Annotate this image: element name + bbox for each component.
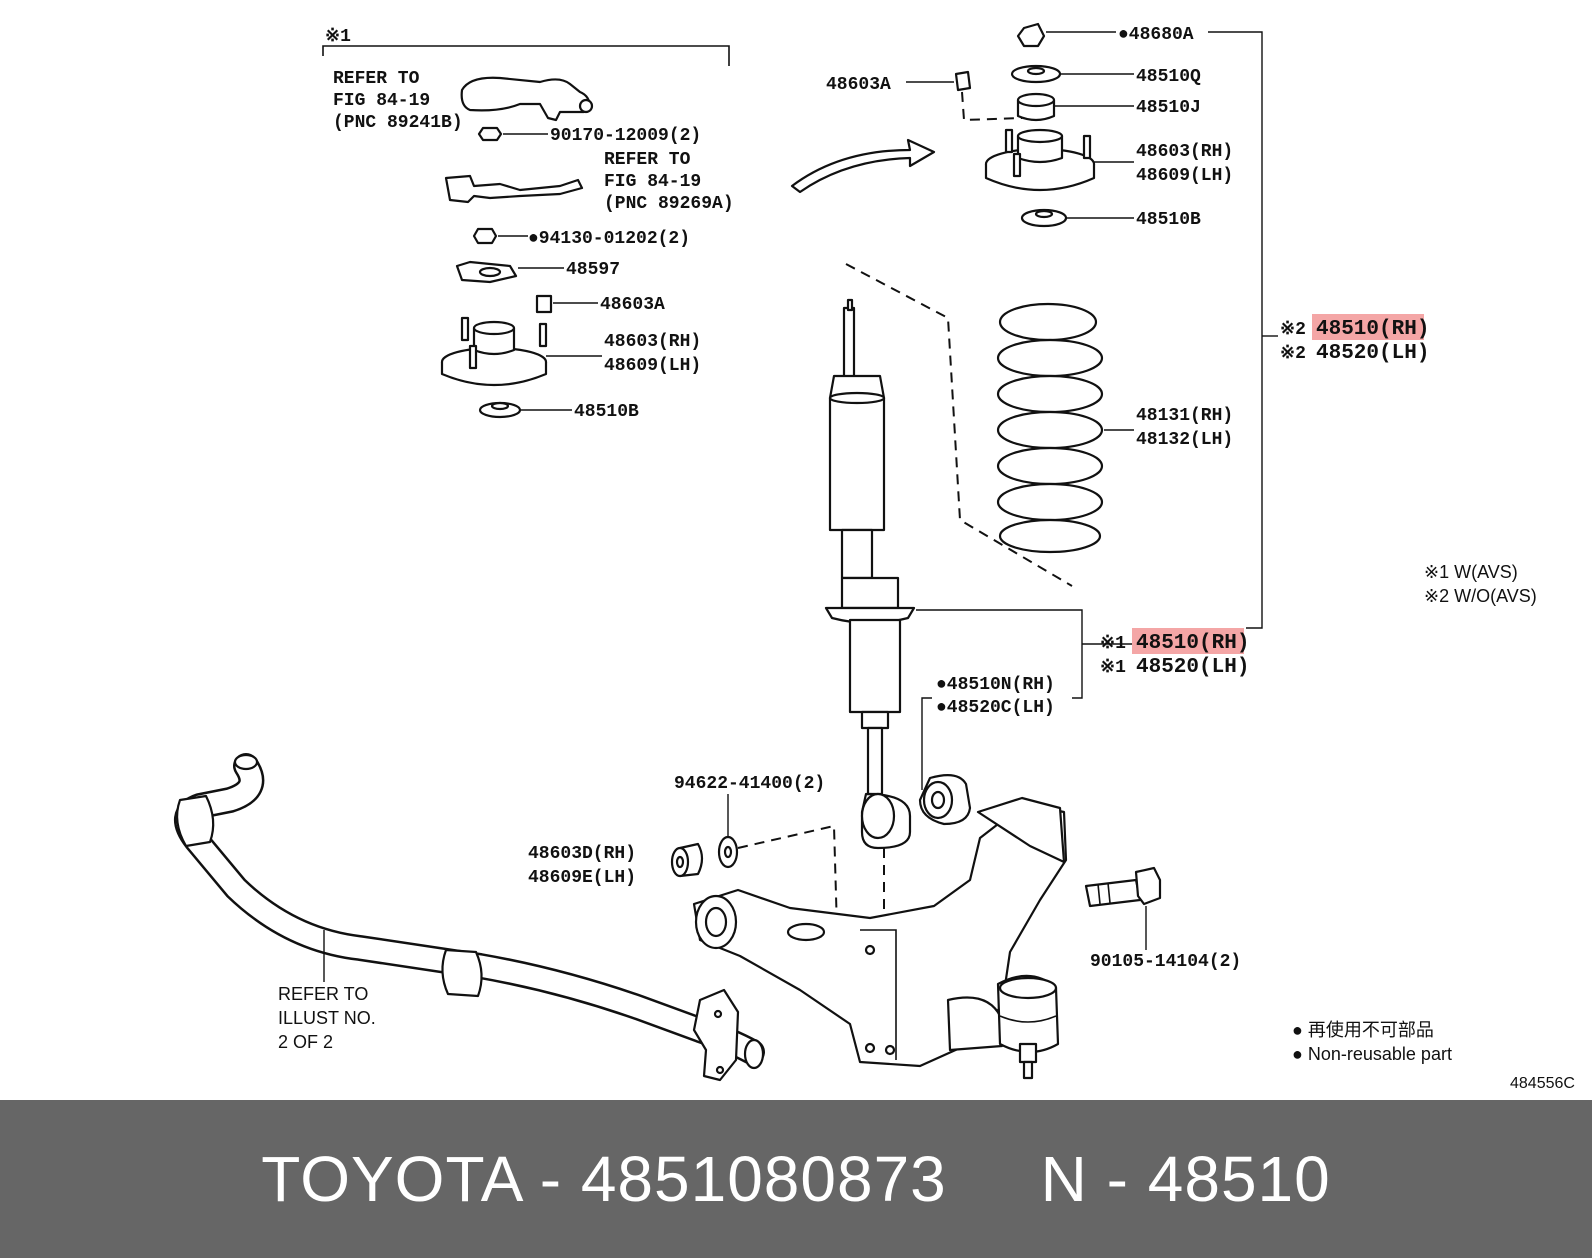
upper-support-right xyxy=(984,128,1134,192)
coil-spring xyxy=(996,302,1134,554)
bushing-48510j xyxy=(1016,92,1134,122)
avs-group-bracket: ※1 xyxy=(322,27,730,66)
suspension-exploded-diagram: ※1 REFER TO FIG 84-19 (PNC 89241B) 90170… xyxy=(174,22,1575,1092)
nut-90170 xyxy=(477,126,548,142)
footer-bar: TOYOTA - 4851080873 N - 48510 xyxy=(0,1100,1592,1258)
stabilizer-bar xyxy=(174,753,765,1082)
part-48510-rh-wo: 48510(RH) xyxy=(1316,318,1429,341)
note2-b: ※2 xyxy=(1280,344,1306,364)
footer-part-number: TOYOTA - 4851080873 N - 48510 xyxy=(261,1143,1331,1215)
refer-bracket-line1: REFER TO xyxy=(604,150,691,170)
part-94622: 94622-41400(2) xyxy=(674,774,825,794)
washer-48510q xyxy=(1010,64,1134,84)
nut-94130 xyxy=(472,227,528,245)
refer-illust-line3: 2 OF 2 xyxy=(278,1032,333,1052)
part-48603a-left: 48603A xyxy=(600,295,665,315)
part-48132: 48132(LH) xyxy=(1136,430,1233,450)
part-48510n: ●48510N(RH) xyxy=(936,675,1055,695)
avs-bracket xyxy=(444,174,584,204)
bushing-48603d xyxy=(670,842,704,878)
lower-control-arm xyxy=(692,796,1068,1068)
washer-94622 xyxy=(717,794,739,869)
part-48510-rh-w: 48510(RH) xyxy=(1136,632,1249,655)
plate-48597 xyxy=(455,260,564,284)
part-90105: 90105-14104(2) xyxy=(1090,952,1241,972)
legend-wo-avs: ※2 W/O(AVS) xyxy=(1424,586,1537,606)
part-48603-rh-left: 48603(RH) xyxy=(604,332,701,352)
spring-dashed-outline xyxy=(845,263,1073,587)
part-48510j: 48510J xyxy=(1136,98,1201,118)
avs-actuator xyxy=(460,76,594,122)
part-48510q: 48510Q xyxy=(1136,67,1201,87)
legend-w-avs: ※1 W(AVS) xyxy=(1424,562,1518,582)
part-94130: ●94130-01202(2) xyxy=(528,229,690,249)
ball-joint xyxy=(996,974,1060,1080)
bushing-48510n xyxy=(918,697,972,826)
refer-illust-line2: ILLUST NO. xyxy=(278,1008,376,1028)
part-48603a-top: 48603A xyxy=(826,75,891,95)
part-48520-lh-w: 48520(LH) xyxy=(1136,656,1249,679)
part-48131: 48131(RH) xyxy=(1136,406,1233,426)
part-48510b-left: 48510B xyxy=(574,402,639,422)
refer-illust-line1: REFER TO xyxy=(278,984,368,1004)
part-48603-rh-right: 48603(RH) xyxy=(1136,142,1233,162)
note2-a: ※2 xyxy=(1280,320,1306,340)
direction-arrow xyxy=(790,138,936,194)
shock-leader xyxy=(916,609,1083,699)
highlight-48510-rh-w xyxy=(1132,628,1244,654)
note1-a: ※1 xyxy=(1100,634,1126,654)
upper-support-left xyxy=(440,316,602,387)
part-48609e: 48609E(LH) xyxy=(528,868,636,888)
part-48520c: ●48520C(LH) xyxy=(936,698,1055,718)
illustration-code: 484556C xyxy=(1510,1075,1575,1092)
refer-avs-line2: FIG 84-19 xyxy=(333,91,430,111)
part-48510b-right: 48510B xyxy=(1136,210,1201,230)
part-48609-lh-right: 48609(LH) xyxy=(1136,166,1233,186)
part-48609-lh-left: 48609(LH) xyxy=(604,356,701,376)
part-48520-lh-wo: 48520(LH) xyxy=(1316,342,1429,365)
note1-b: ※1 xyxy=(1100,658,1126,678)
note1-symbol: ※1 xyxy=(325,27,351,47)
legend-nonreusable-jp: ● 再使用不可部品 xyxy=(1292,1020,1434,1040)
part-48680a: ●48680A xyxy=(1118,25,1194,45)
part-48603d: 48603D(RH) xyxy=(528,844,636,864)
highlight-48510-rh-wo xyxy=(1312,314,1424,340)
refer-bracket-line3: (PNC 89269A) xyxy=(604,194,734,214)
assembly-bracket-line xyxy=(1208,31,1263,629)
shock-absorber xyxy=(824,298,916,850)
refer-avs-line3: (PNC 89241B) xyxy=(333,113,463,133)
nut-48680a xyxy=(1016,22,1116,48)
part-48597: 48597 xyxy=(566,260,620,280)
refer-bracket-line2: FIG 84-19 xyxy=(604,172,701,192)
washer-48510b-right xyxy=(1020,208,1134,228)
legend-nonreusable-en: ● Non-reusable part xyxy=(1292,1044,1452,1064)
nut-48603a-top xyxy=(906,70,1023,122)
part-90170: 90170-12009(2) xyxy=(550,126,701,146)
refer-avs-line1: REFER TO xyxy=(333,69,420,89)
washer-48510b-left xyxy=(478,401,572,419)
nut-48603a-left xyxy=(535,294,598,314)
bolt-90105 xyxy=(1084,866,1162,950)
